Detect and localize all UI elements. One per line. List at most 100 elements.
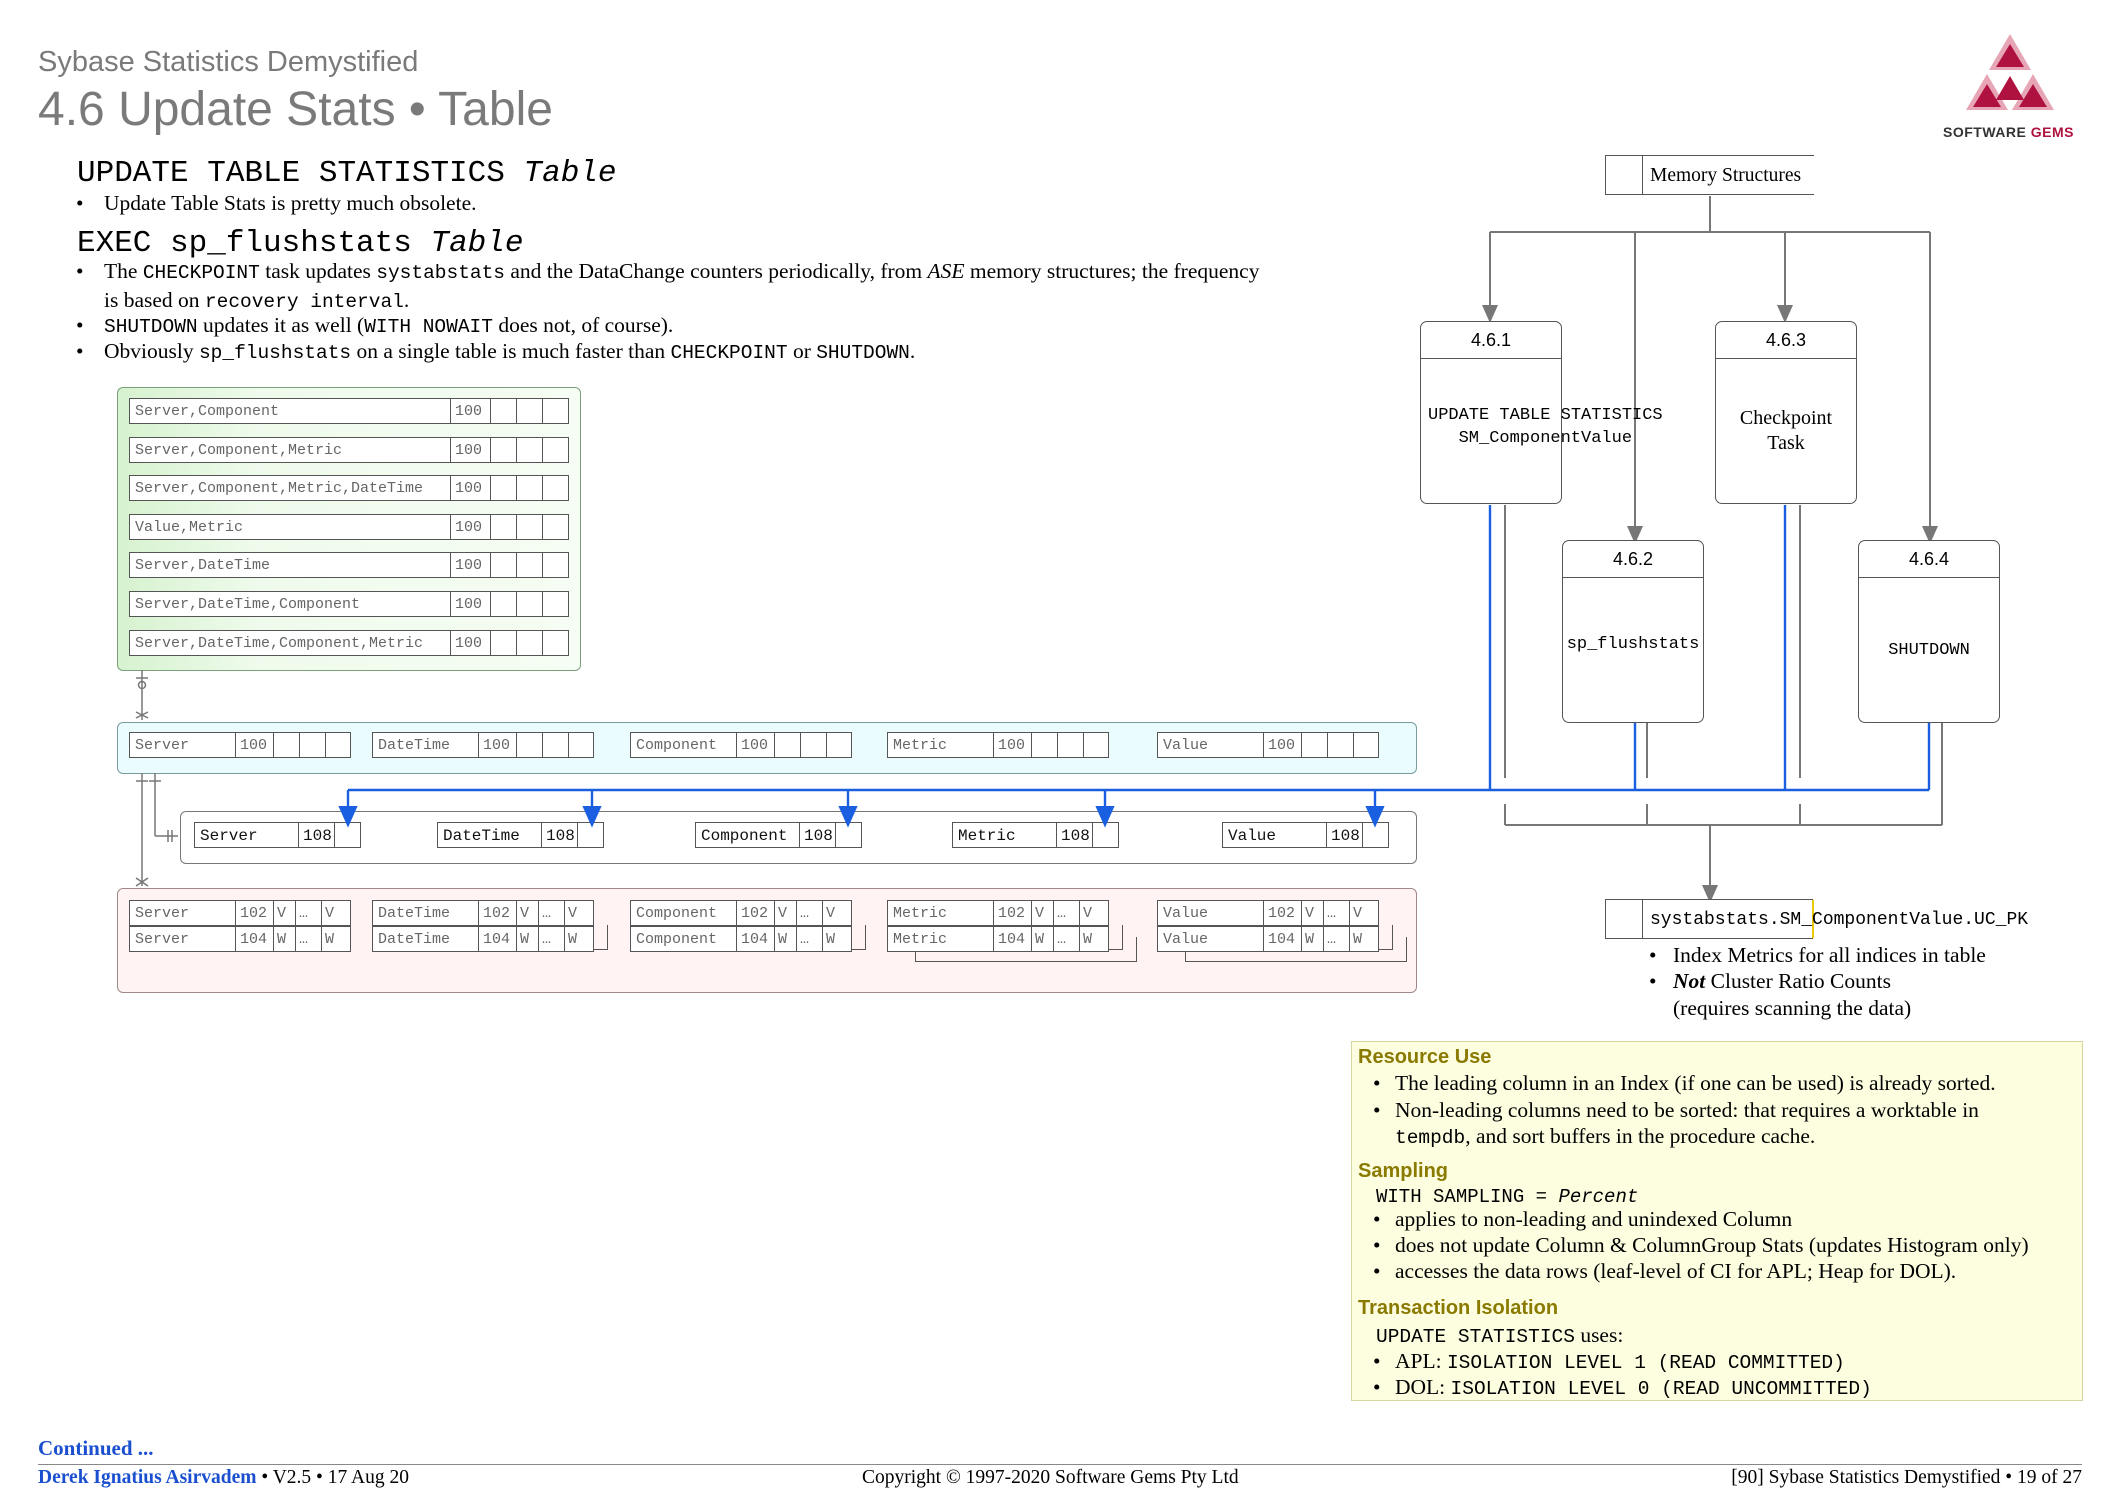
software-gems-logo: SOFTWARE GEMS: [1935, 30, 2085, 140]
row-value: 102: [998, 905, 1026, 922]
row-value: 104: [240, 931, 268, 948]
flow-box-number: 4.6.3: [1765, 330, 1807, 350]
section2-heading-italic: Table: [430, 226, 524, 261]
logo-text-gems: GEMS: [2030, 124, 2074, 140]
row-value: 104: [1268, 931, 1296, 948]
section2-bullet-3: •Obviously sp_flushstats on a single tab…: [76, 339, 916, 364]
footer-version: • V2.5 • 17 Aug 20: [256, 1467, 409, 1488]
column-group-row: Server,DateTime,Component,Metric 100: [129, 629, 569, 656]
row-cell-text: …: [1327, 931, 1337, 948]
row-value: 102: [741, 905, 769, 922]
target-bullet-1: •Index Metrics for all indices in table: [1649, 943, 1986, 967]
logo-text-software: SOFTWARE: [1943, 124, 2031, 140]
row-value: 100: [455, 403, 483, 420]
row-cell-text: …: [542, 931, 552, 948]
page-title: 4.6 Update Stats • Table: [38, 83, 553, 136]
row-value: 102: [240, 905, 268, 922]
row-cell-text: V: [1035, 905, 1045, 922]
row-label: Component: [636, 737, 718, 754]
document-kicker: Sybase Statistics Demystified: [38, 46, 419, 78]
memory-structures-label: Memory Structures: [1650, 165, 1802, 186]
row-label: Value: [1228, 827, 1277, 845]
row-cell-text: …: [1057, 931, 1067, 948]
isolation-intro: UPDATE STATISTICS uses:: [1376, 1323, 1624, 1348]
row-cell-text: …: [542, 905, 552, 922]
row-label: DateTime: [443, 827, 520, 845]
row-value: 100: [455, 518, 483, 536]
row-label: Component: [701, 827, 788, 845]
row-cell-text: V: [1353, 905, 1363, 922]
row-value: 102: [483, 905, 511, 922]
notes-panel: [1351, 1041, 2083, 1401]
flow-box-number: 4.6.2: [1612, 549, 1654, 569]
row-value: 104: [998, 931, 1026, 948]
sampling-syntax: WITH SAMPLING = Percent: [1376, 1186, 1639, 1208]
footer-rule: [38, 1464, 2082, 1465]
flow-box-4-6-1: 4.6.1: [1420, 321, 1562, 504]
row-cell-text: V: [277, 905, 287, 922]
row-cell-text: W: [520, 931, 530, 948]
section1-heading-code: UPDATE TABLE STATISTICS: [77, 156, 524, 191]
row-label: Value: [1163, 737, 1209, 754]
row-label: Server: [135, 905, 190, 922]
gems-triangles-icon: [1966, 34, 2054, 110]
flow-box-4-6-2: 4.6.2 sp_flushstats: [1562, 540, 1704, 723]
resource-bullet-1: •The leading column in an Index (if one …: [1373, 1071, 1996, 1095]
row-cell-text: …: [800, 931, 810, 948]
row-label: Server: [135, 931, 190, 948]
target-bullet-2: •Not Cluster Ratio Counts (requires scan…: [1649, 969, 1912, 1020]
row-value: 100: [455, 480, 483, 498]
row-cell-text: …: [1057, 905, 1067, 922]
flow-box-4-6-3: 4.6.3 Checkpoint Task: [1715, 321, 1857, 504]
row-value: 100: [455, 596, 483, 613]
column-stats-row: Value 100: [1157, 732, 1379, 758]
row-value: 100: [483, 737, 511, 754]
resource-use-heading: Resource Use: [1358, 1046, 1492, 1068]
footer-left: Derek Ignatius Asirvadem • V2.5 • 17 Aug…: [38, 1467, 409, 1489]
flow-box-4-6-1-text: UPDATE TABLE STATISTICS SM_ComponentValu…: [1428, 406, 1663, 448]
row-label: Metric: [893, 737, 948, 754]
sampling-bullet-2: •does not update Column & ColumnGroup St…: [1373, 1233, 2029, 1257]
flow-box-number: 4.6.1: [1470, 330, 1512, 350]
continued-link[interactable]: Continued ...: [38, 1436, 154, 1460]
section1-heading-italic: Table: [523, 156, 617, 191]
memory-structures-box: Memory Structures: [1605, 155, 1814, 195]
row-label: Server,DateTime,Component,Metric: [135, 634, 424, 652]
sampling-bullet-1: •applies to non-leading and unindexed Co…: [1373, 1207, 1793, 1231]
row-label: Server,Component,Metric: [135, 441, 343, 459]
row-cell-text: W: [325, 931, 335, 948]
row-label: Value,Metric: [135, 518, 244, 536]
section2-bullet-1: •The CHECKPOINT task updates systabstats…: [76, 259, 1260, 313]
row-label: Server: [135, 737, 190, 754]
flow-box-4-6-4: 4.6.4 SHUTDOWN: [1858, 540, 2000, 723]
row-value: 100: [455, 634, 483, 652]
row-value: 100: [240, 737, 268, 754]
row-cell-text: W: [1353, 931, 1363, 948]
row-cell-text: W: [1083, 931, 1093, 948]
section2-bullet-2: •SHUTDOWN updates it as well (WITH NOWAI…: [76, 313, 674, 338]
row-label: Component: [636, 905, 718, 922]
row-value: 100: [1268, 737, 1296, 754]
row-label: Metric: [893, 905, 948, 922]
row-label: Server: [200, 827, 258, 845]
row-label: Value: [1163, 931, 1209, 948]
section1-heading: UPDATE TABLE STATISTICS Table: [77, 156, 617, 191]
row-cell-text: V: [325, 905, 335, 922]
